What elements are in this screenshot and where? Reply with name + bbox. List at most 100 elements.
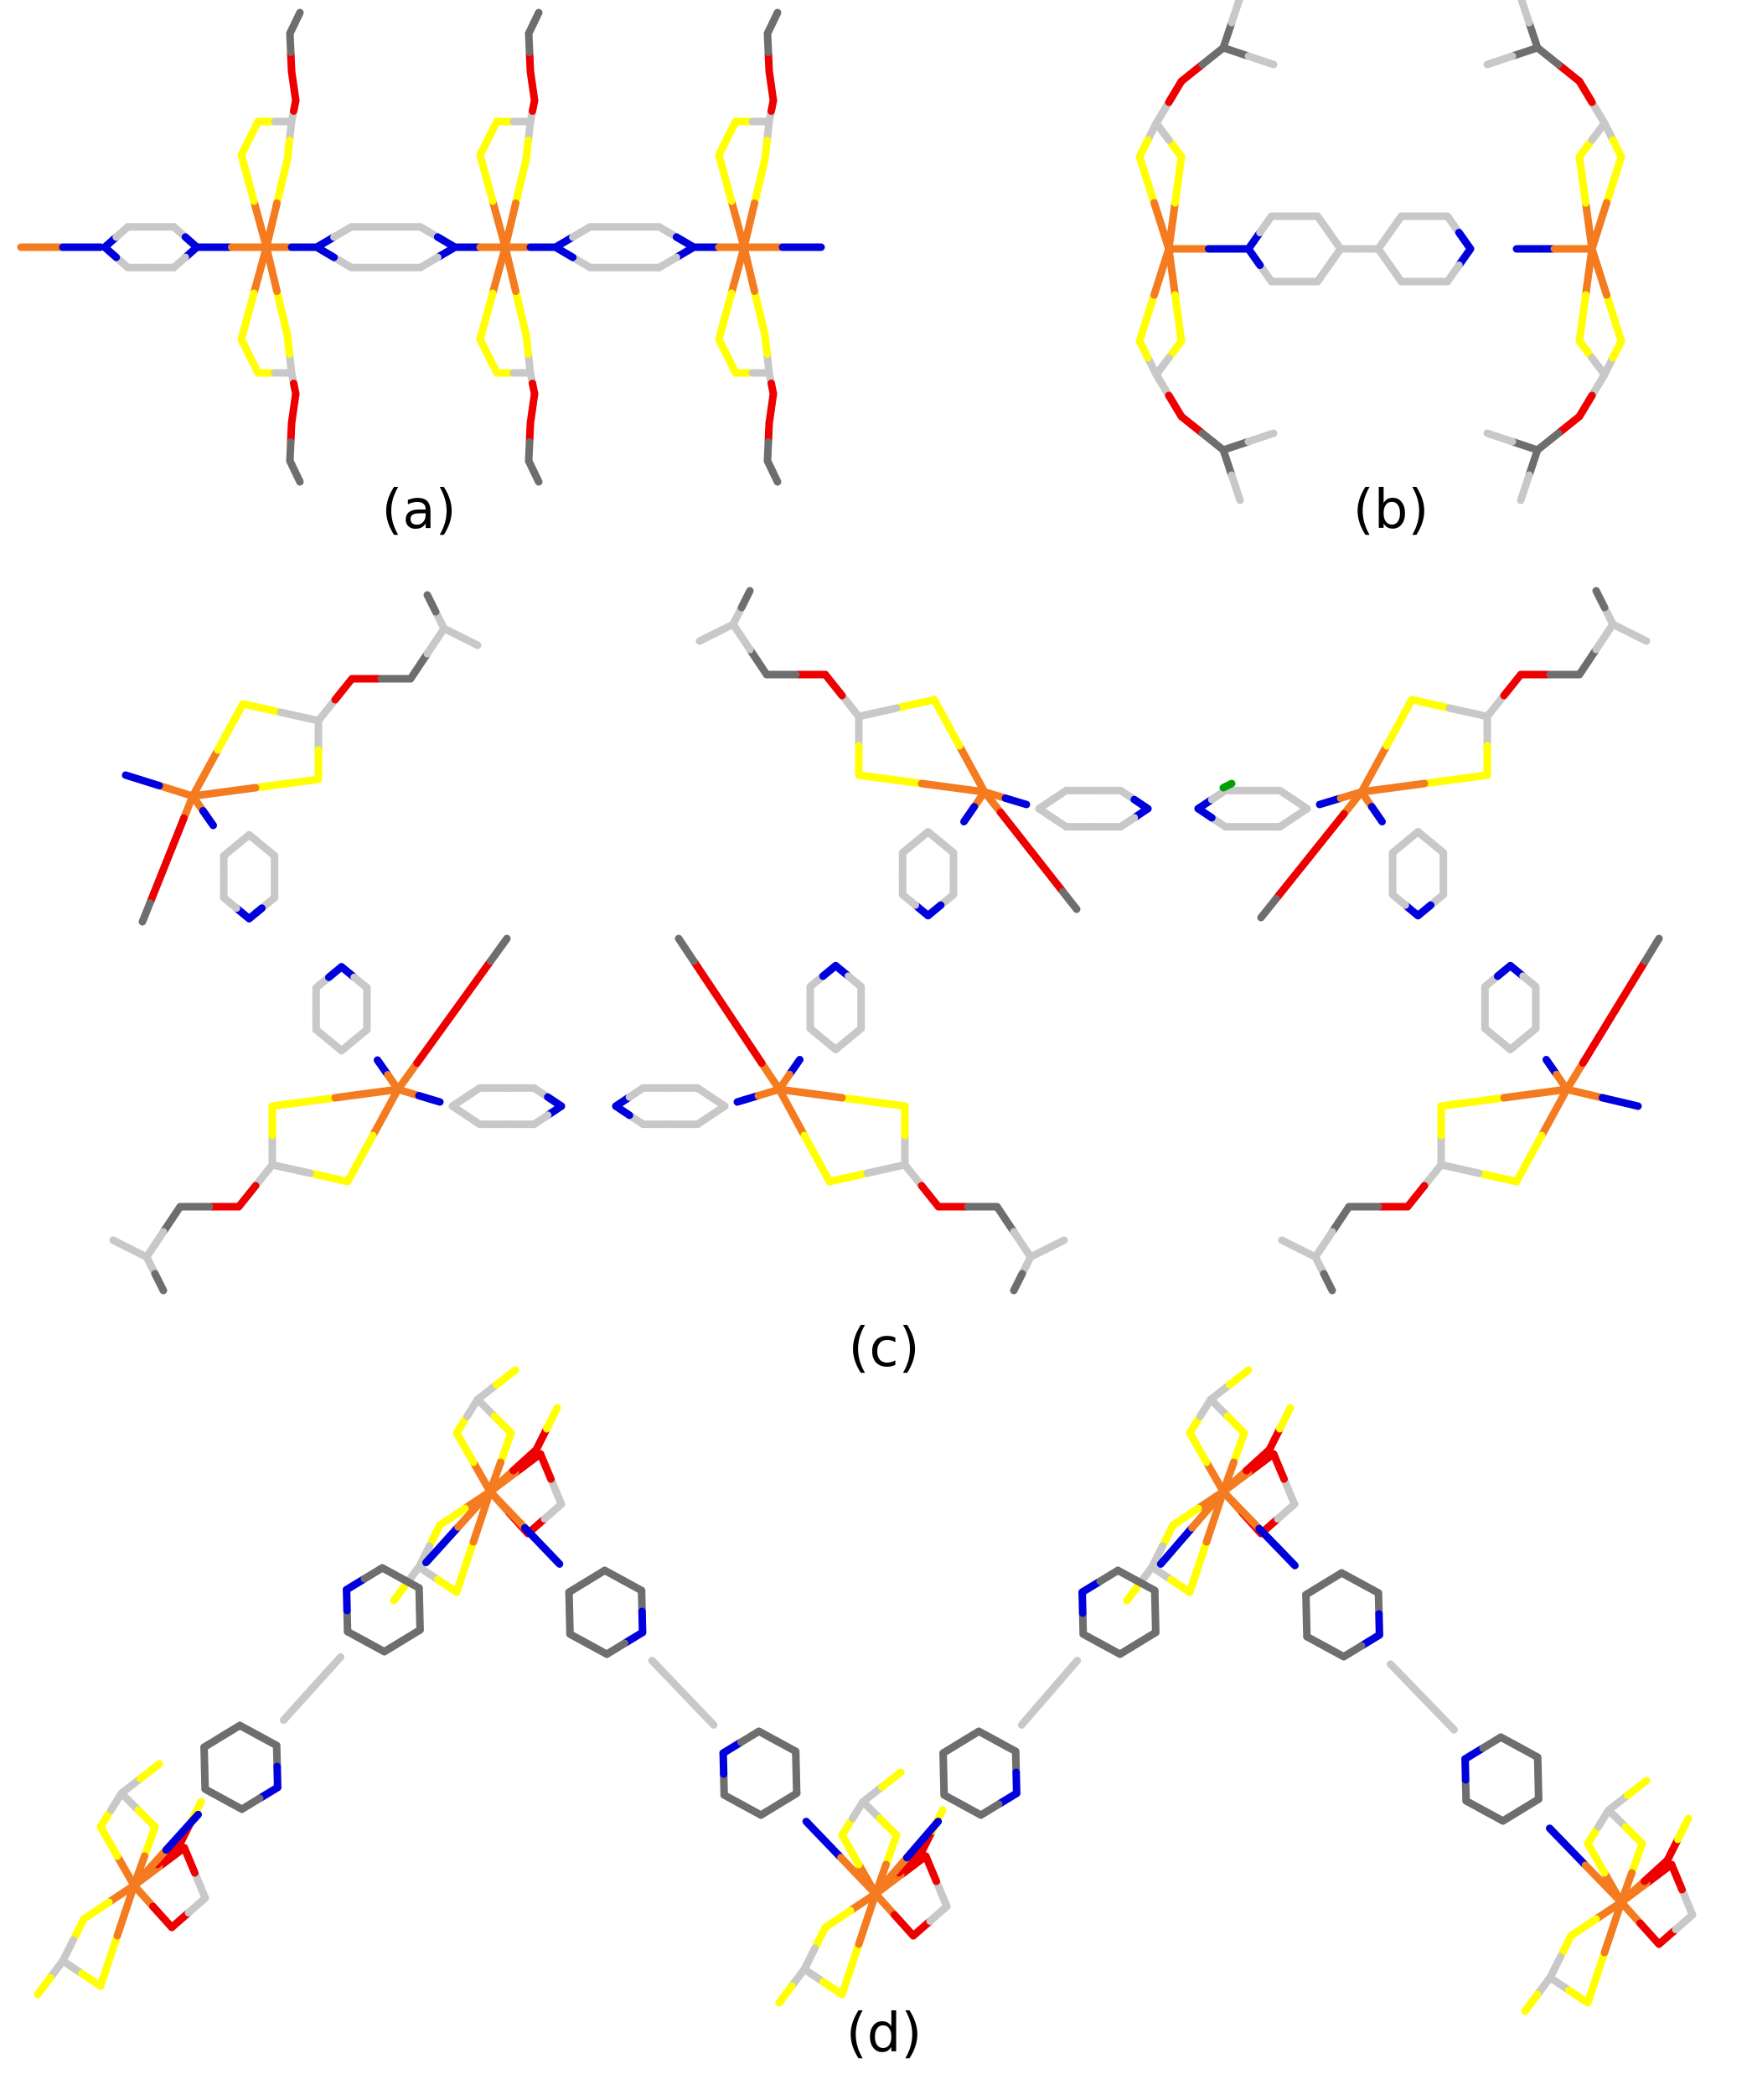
bond — [1667, 1860, 1686, 1894]
bond — [163, 836, 179, 866]
bond — [1483, 52, 1517, 69]
bond — [1584, 1839, 1609, 1877]
bond — [1512, 1131, 1546, 1186]
bond — [1419, 1693, 1442, 1718]
bond — [1567, 1915, 1600, 1940]
bond — [1628, 1839, 1646, 1877]
bond — [1135, 291, 1158, 345]
bond — [273, 1762, 282, 1792]
bond — [1012, 1768, 1021, 1797]
bond — [1534, 1774, 1543, 1803]
bond — [162, 1810, 202, 1854]
bond — [547, 1475, 566, 1508]
bond — [1198, 429, 1227, 454]
bond — [1269, 1450, 1288, 1483]
bond — [497, 1429, 515, 1466]
bond — [530, 8, 543, 27]
bond — [1272, 876, 1295, 903]
bond — [473, 1381, 500, 1404]
bond — [512, 287, 530, 339]
bond — [422, 1523, 463, 1567]
bond — [469, 1458, 494, 1496]
bond — [250, 243, 271, 297]
bond — [859, 1797, 884, 1823]
bond — [1420, 771, 1491, 788]
bond — [235, 1182, 260, 1211]
bond — [1148, 1542, 1166, 1571]
bond — [1123, 1580, 1144, 1605]
bond — [1603, 291, 1625, 345]
bond — [674, 934, 698, 965]
bond — [369, 1085, 402, 1140]
bond — [262, 199, 281, 251]
bond — [1624, 1777, 1651, 1799]
bond — [740, 1032, 766, 1067]
bond — [838, 1831, 863, 1869]
bond — [1171, 291, 1186, 345]
bond — [1408, 696, 1454, 712]
bond — [451, 980, 478, 1014]
bond — [237, 289, 258, 344]
bond — [1525, 18, 1542, 52]
bond — [901, 1161, 926, 1190]
bond — [1413, 901, 1435, 920]
bond — [532, 1425, 550, 1454]
bond — [121, 771, 163, 789]
bond — [859, 1783, 886, 1806]
bond — [501, 243, 519, 295]
bond — [180, 1844, 199, 1877]
bond — [1592, 620, 1617, 654]
bond — [245, 904, 266, 923]
bond — [715, 151, 736, 205]
bond — [331, 675, 356, 704]
bond — [415, 1092, 444, 1106]
bond — [486, 1487, 529, 1532]
bond — [715, 289, 736, 344]
bond — [705, 980, 731, 1014]
bond — [838, 691, 863, 721]
bond — [821, 670, 846, 700]
bond — [1641, 934, 1663, 965]
bond — [1150, 199, 1173, 253]
bond — [1177, 60, 1207, 85]
bond — [727, 197, 748, 251]
bond — [740, 199, 758, 251]
bond — [863, 1161, 909, 1177]
bond — [512, 155, 530, 207]
bond — [1244, 52, 1278, 69]
bond — [273, 155, 292, 207]
bond — [189, 746, 222, 800]
panel-a-structure — [17, 8, 825, 486]
bond — [1278, 1236, 1303, 1253]
bond — [1357, 742, 1391, 796]
bond — [1219, 1466, 1250, 1496]
bond — [96, 1823, 121, 1860]
bond — [1605, 1806, 1630, 1831]
bond — [1595, 1006, 1620, 1041]
bond — [1605, 1792, 1631, 1814]
bond — [1207, 1395, 1232, 1420]
bond — [768, 8, 782, 27]
bond — [509, 1446, 540, 1475]
bond — [1151, 1607, 1160, 1637]
bond — [276, 708, 323, 725]
bond — [1150, 245, 1173, 299]
bond — [895, 1848, 926, 1877]
bond — [390, 1580, 411, 1605]
bond — [955, 742, 989, 796]
bond — [338, 1036, 359, 1055]
bond — [1575, 291, 1589, 345]
bond — [690, 957, 713, 988]
bond — [1320, 1270, 1336, 1295]
bond — [96, 1932, 121, 1990]
bond — [251, 775, 323, 792]
bond — [1508, 44, 1542, 60]
bond — [737, 587, 754, 612]
bond — [1219, 779, 1236, 792]
bond — [1437, 1094, 1508, 1110]
bond — [1289, 795, 1311, 813]
bond — [1227, 0, 1243, 27]
bond — [501, 199, 519, 251]
bond — [1367, 803, 1386, 825]
